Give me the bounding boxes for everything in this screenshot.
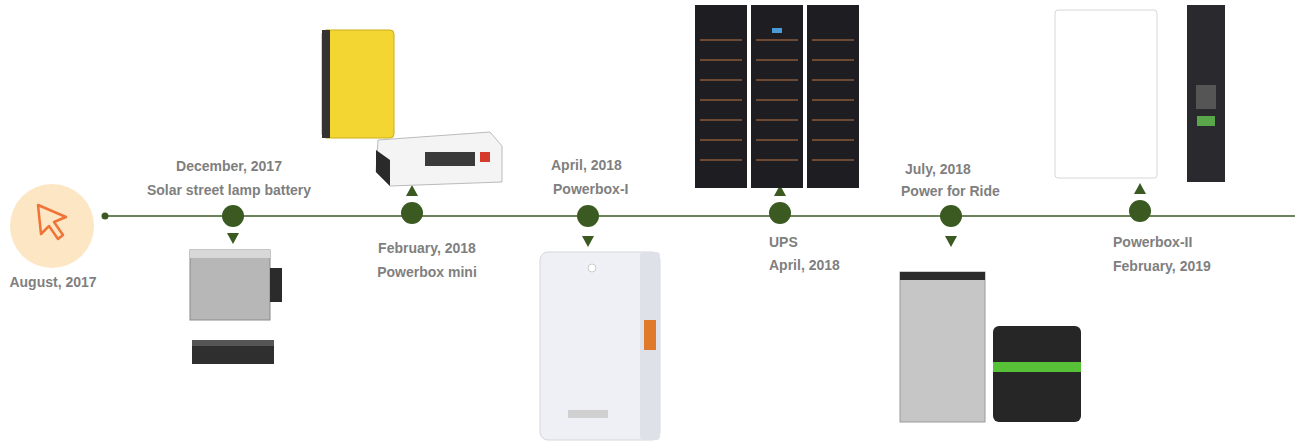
timeline-label: July, 2018 xyxy=(905,160,971,178)
street-lamp-battery xyxy=(190,250,282,364)
timeline-label: UPS xyxy=(769,233,798,251)
timeline-start xyxy=(102,213,109,220)
powerbox-mini xyxy=(322,30,502,186)
timeline-label: Powerbox-I xyxy=(553,180,628,198)
timeline-label: April, 2018 xyxy=(551,156,622,174)
timeline-label: February, 2019 xyxy=(1113,257,1211,275)
powerbox-i xyxy=(540,252,660,440)
timeline-line xyxy=(105,215,1295,217)
timeline-label: Solar street lamp battery xyxy=(147,181,311,199)
timeline-label: April, 2018 xyxy=(769,256,840,274)
timeline-dots xyxy=(222,183,1151,247)
timeline-label: August, 2017 xyxy=(9,273,96,291)
power-for-ride xyxy=(900,272,1081,422)
timeline-label: Powerbox-II xyxy=(1113,233,1192,251)
timeline-label: February, 2018 xyxy=(378,239,476,257)
start-badge xyxy=(10,184,94,268)
ups-cabinets xyxy=(695,5,859,188)
timeline-label: December, 2017 xyxy=(176,157,282,175)
timeline-label: Power for Ride xyxy=(901,182,1000,200)
powerbox-ii xyxy=(1055,5,1225,182)
timeline-label: Powerbox mini xyxy=(377,263,477,281)
cursor-icon xyxy=(38,205,66,239)
